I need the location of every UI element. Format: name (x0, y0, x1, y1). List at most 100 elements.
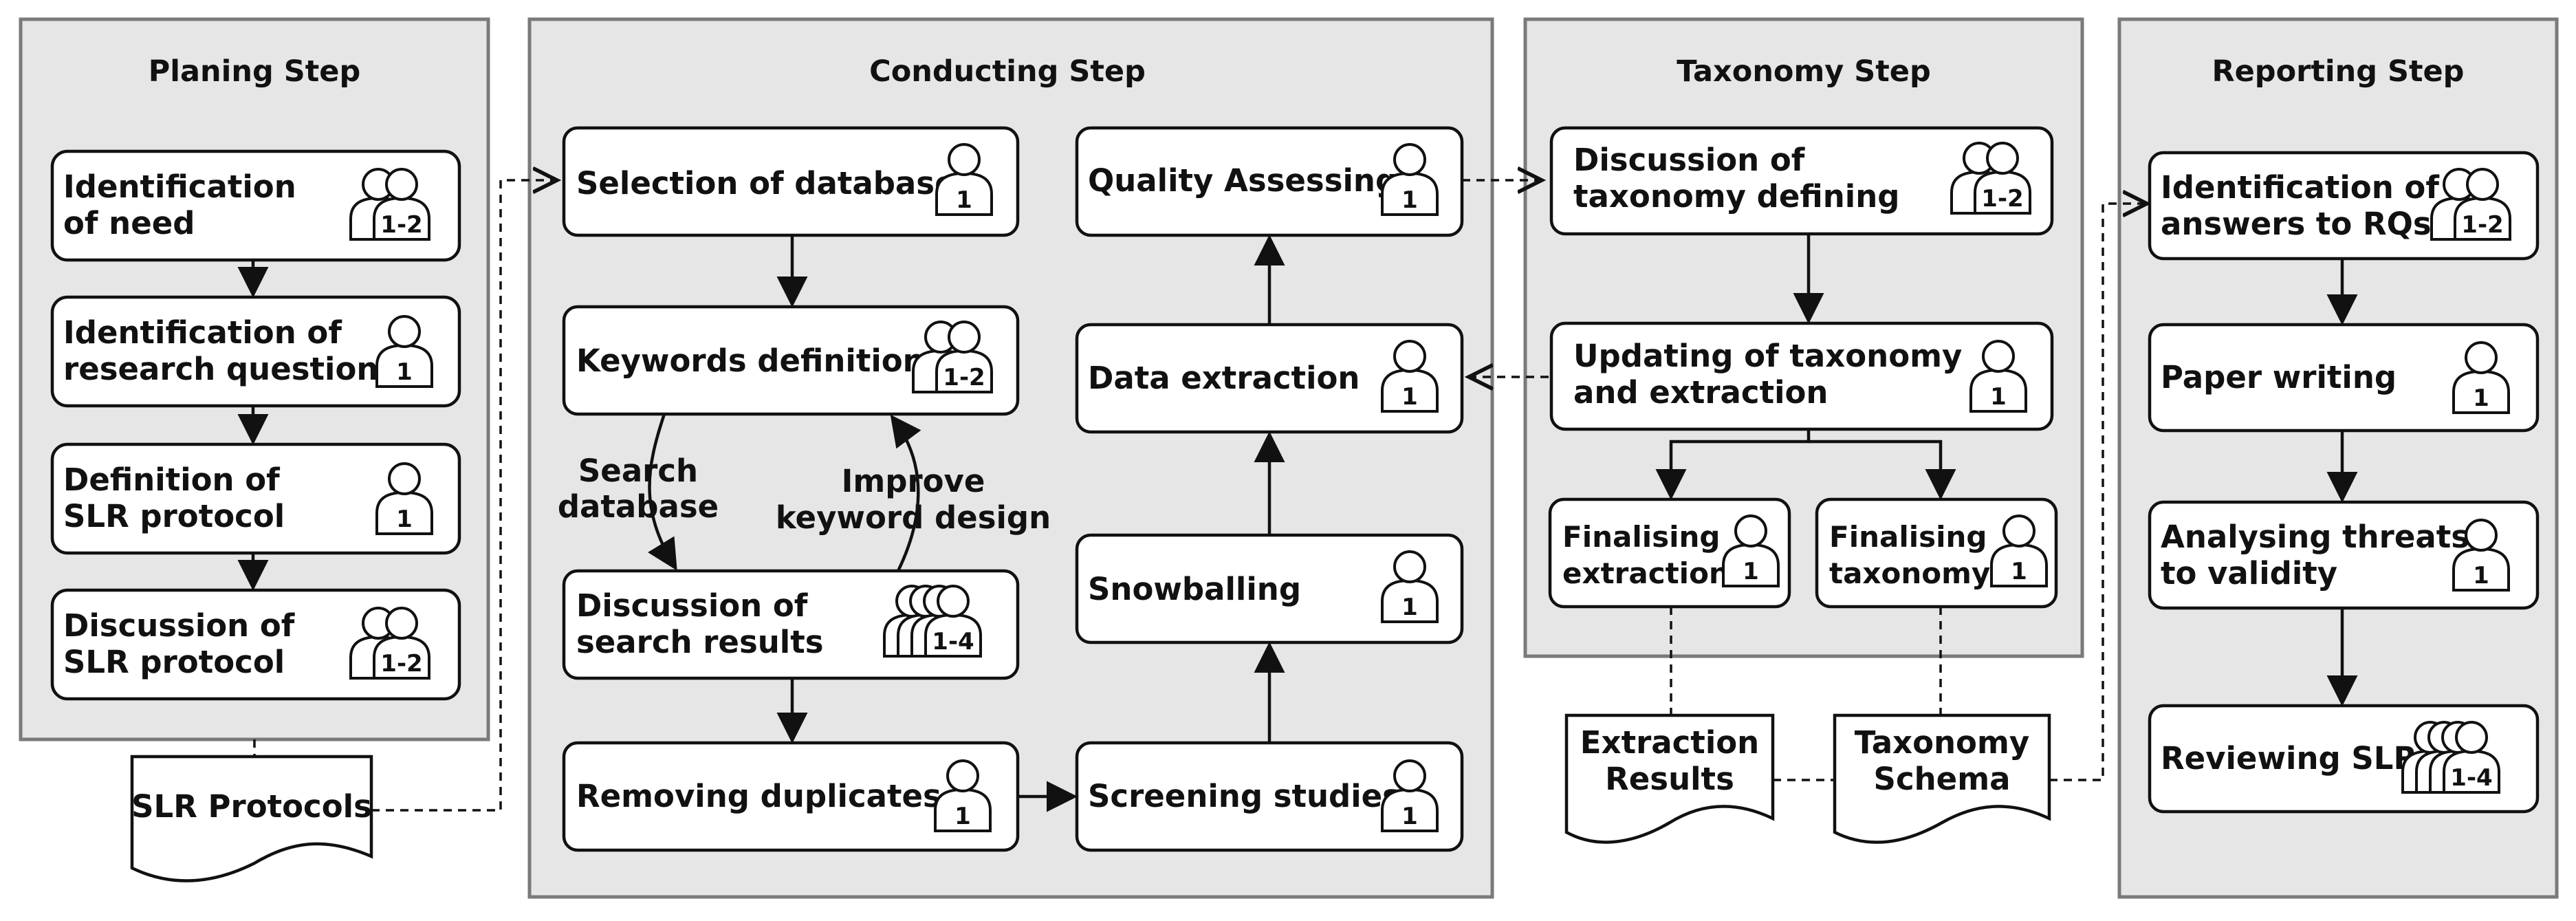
person-group-icon: 1-4 (2401, 721, 2500, 794)
person-group-icon: 1-2 (912, 321, 993, 393)
people-count-label: 1-2 (2461, 211, 2503, 239)
document-label: SLR Protocols (131, 788, 372, 825)
people-count-label: 1 (954, 803, 971, 830)
dashed-arrow (371, 180, 557, 812)
people-count-label: 1 (396, 358, 413, 386)
step-label: Selection of database (576, 165, 956, 202)
flow-arrow (1809, 440, 1956, 500)
people-count-label: 1 (1401, 803, 1418, 830)
taxonomy-phase-title: Taxonomy Step (1677, 54, 1931, 89)
step-label: Discussion of (63, 607, 295, 644)
step-label: search results (576, 624, 824, 660)
extraction-results-document (1564, 713, 1775, 844)
people-count-label: 1 (1743, 558, 1759, 585)
people-count-label: 1-4 (2450, 764, 2492, 792)
step-label: to validity (2161, 555, 2337, 592)
step-label: Paper writing (2161, 359, 2397, 396)
people-count-label: 1 (2011, 558, 2027, 585)
step-label: SLR protocol (63, 498, 285, 534)
person-figure (935, 143, 993, 216)
people-count-label: 1-2 (380, 211, 422, 239)
flow-arrow (1655, 429, 1811, 500)
person-figure (1722, 514, 1780, 587)
step-label: Screening studies (1088, 778, 1401, 814)
taxonomy-schema-document (1833, 713, 2051, 844)
step-label: Definition of (63, 462, 280, 498)
step-label: Quality Assessing (1088, 162, 1397, 199)
step-label: answers to RQs (2161, 206, 2432, 242)
step-label: of need (63, 205, 195, 241)
person-figure (935, 321, 993, 393)
person-icon: 1 (1381, 550, 1439, 623)
step-label: Analysing threats (2161, 519, 2469, 555)
person-group-icon: 1-4 (883, 585, 982, 658)
step-label: Finalising (1829, 520, 1987, 554)
step-label: research questions (63, 351, 397, 387)
person-figure (1990, 514, 2048, 587)
people-count-label: 1 (1990, 383, 2007, 411)
step-label: extraction (1562, 556, 1729, 590)
person-figure (1381, 340, 1439, 413)
step-label: Snowballing (1088, 571, 1301, 607)
step-label: Updating of taxonomy (1573, 338, 1962, 374)
people-count-label: 1 (956, 186, 972, 214)
person-figure (2452, 341, 2510, 414)
step-label: Identification of (63, 314, 342, 351)
person-figure (375, 315, 433, 388)
step-label: taxonomy (1829, 556, 1990, 590)
person-figure (373, 168, 430, 241)
person-figure (2452, 519, 2510, 592)
person-icon: 1 (2452, 341, 2510, 414)
search-database-label: Search (578, 453, 698, 489)
person-icon: 1 (1381, 340, 1439, 413)
person-icon: 1 (1381, 143, 1439, 216)
planning-phase-title: Planing Step (149, 54, 360, 89)
person-icon: 1 (2452, 519, 2510, 592)
person-figure (373, 607, 430, 680)
person-group-icon: 1-2 (349, 168, 430, 241)
step-label: taxonomy defining (1573, 178, 1899, 215)
search-database-label: database (558, 488, 719, 525)
person-group-icon: 1-2 (2430, 168, 2511, 241)
person-figure (2454, 168, 2511, 241)
step-label: Data extraction (1088, 360, 1360, 396)
improve-keyword-arrow (890, 414, 921, 572)
people-count-label: 1 (1401, 186, 1418, 214)
people-count-label: 1-2 (380, 650, 422, 678)
person-icon: 1 (1990, 514, 2048, 587)
person-group-icon: 1-2 (1950, 142, 2031, 215)
person-figure (375, 462, 433, 535)
conducting-phase-title: Conducting Step (869, 54, 1146, 89)
step-label: Keywords definition (576, 343, 925, 379)
document-label: Taxonomy (1855, 724, 2029, 761)
person-figure (924, 585, 982, 658)
person-icon: 1 (375, 315, 433, 388)
person-figure (1974, 142, 2031, 215)
step-label: Removing duplicates (576, 778, 941, 814)
person-icon: 1 (935, 143, 993, 216)
step-label: Identification of (2161, 169, 2439, 206)
reporting-phase-title: Reporting Step (2212, 54, 2465, 89)
person-figure (1381, 759, 1439, 832)
person-icon: 1 (375, 462, 433, 535)
document-label: Extraction (1580, 724, 1759, 761)
discussion-of-taxonomy-defining-step (1549, 126, 2054, 236)
step-label: Finalising (1562, 520, 1720, 554)
improve-keyword-label: Improve (842, 463, 985, 499)
people-count-label: 1 (2473, 562, 2489, 589)
slr-protocols-document (130, 755, 373, 882)
people-count-label: 1-2 (943, 364, 985, 391)
step-label: Discussion of (1573, 142, 1805, 178)
step-label: SLR protocol (63, 644, 285, 680)
people-count-label: 1 (2473, 384, 2489, 412)
person-figure (1381, 550, 1439, 623)
person-icon: 1 (1969, 340, 2027, 413)
step-label: Reviewing SLR (2161, 740, 2417, 777)
person-group-icon: 1-2 (349, 607, 430, 680)
people-count-label: 1 (1401, 383, 1418, 411)
person-figure (2443, 721, 2500, 794)
dashed-arrow (2049, 204, 2147, 781)
person-icon: 1 (1722, 514, 1780, 587)
people-count-label: 1-2 (1981, 185, 2023, 213)
